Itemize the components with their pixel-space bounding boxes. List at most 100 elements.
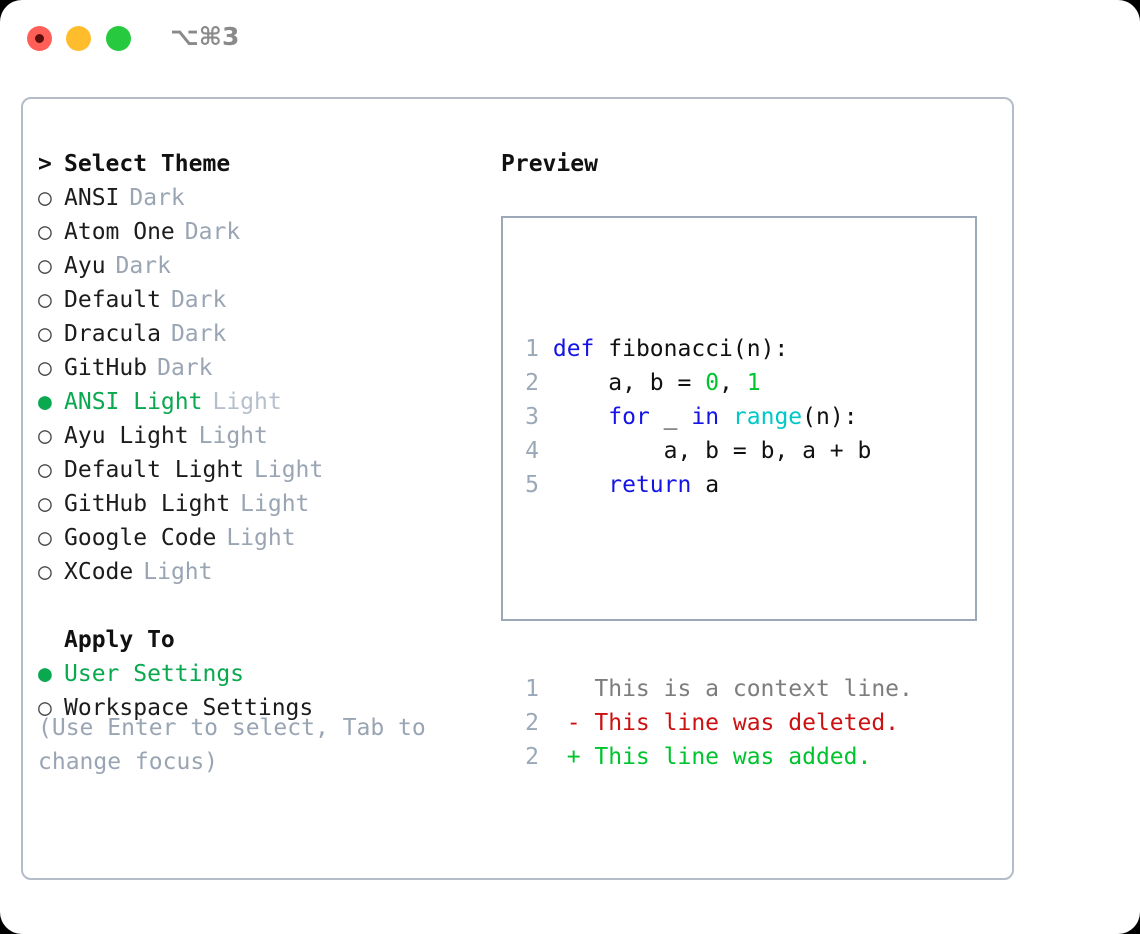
theme-variant-tag: Light [240, 491, 310, 517]
apply-to-title: Apply To [64, 627, 175, 653]
apply-to-option-label: User Settings [64, 661, 245, 687]
radio-unselected-icon[interactable]: ○ [38, 321, 52, 347]
radio-unselected-icon[interactable]: ○ [38, 185, 52, 211]
line-number: 1 [525, 676, 539, 702]
line-number: 5 [525, 472, 539, 498]
keyboard-hint: (Use Enter to select, Tab to change focu… [38, 715, 440, 775]
zoom-button[interactable] [106, 26, 131, 51]
theme-variant-tag: Light [212, 389, 282, 415]
theme-option-label: Ayu Light [64, 423, 189, 449]
code-token: in [691, 404, 720, 430]
theme-option-label: Default Light [64, 457, 245, 483]
radio-unselected-icon[interactable]: ○ [38, 423, 52, 449]
blank-marker [38, 623, 64, 657]
theme-list-heading-row: > Select Theme [38, 147, 488, 181]
theme-option-xcode[interactable]: ○ XCode Light [38, 555, 488, 589]
code-token: range [732, 404, 803, 430]
gutter-space [539, 438, 553, 464]
caret-icon: > [38, 151, 52, 177]
theme-option-github-light[interactable]: ○ GitHub Light Light [38, 487, 488, 521]
diff-sign: + [539, 744, 595, 770]
theme-variant-tag: Light [198, 423, 268, 449]
theme-option-default[interactable]: ○ Default Dark [38, 283, 488, 317]
theme-option-atom-one[interactable]: ○ Atom One Dark [38, 215, 488, 249]
theme-option-github[interactable]: ○ GitHub Dark [38, 351, 488, 385]
apply-to-option-user-settings[interactable]: ● User Settings [38, 657, 488, 691]
titlebar: ⌥⌘3 [0, 0, 1140, 78]
theme-option-ansi-light[interactable]: ● ANSI Light Light [38, 385, 488, 419]
code-token [553, 472, 608, 498]
diff-line-add: 2 + This line was added. [515, 740, 913, 774]
code-token: a, b = [552, 370, 706, 396]
radio-unselected-icon[interactable]: ○ [38, 355, 52, 381]
theme-option-ansi[interactable]: ○ ANSI Dark [38, 181, 488, 215]
radio-selected-icon[interactable]: ● [38, 661, 52, 687]
minimize-button[interactable] [66, 26, 91, 51]
code-token: , [719, 370, 747, 396]
code-token: def [552, 336, 595, 362]
diff-text: This line was added. [594, 744, 872, 770]
theme-option-label: GitHub [64, 355, 148, 381]
section-spacer [38, 589, 488, 623]
theme-option-ayu-light[interactable]: ○ Ayu Light Light [38, 419, 488, 453]
code-diff-spacer [515, 570, 913, 604]
preview-column: Preview 1 def fibonacci(n):2 a, b = 0, 1… [501, 147, 1001, 770]
code-token: _ [649, 404, 692, 430]
radio-unselected-icon[interactable]: ○ [38, 457, 52, 483]
radio-unselected-icon[interactable]: ○ [38, 695, 52, 721]
theme-variant-tag: Dark [157, 355, 213, 381]
radio-unselected-icon[interactable]: ○ [38, 253, 52, 279]
theme-variant-tag: Dark [170, 287, 227, 313]
recording-indicator-icon [35, 34, 44, 43]
diff-sign [539, 676, 594, 702]
code-token: a, b = b, a + b [552, 438, 872, 464]
code-line: 5 return a [515, 468, 913, 502]
theme-list-title: Select Theme [64, 151, 231, 177]
theme-option-label: XCode [64, 559, 134, 585]
line-number: 2 [525, 744, 539, 770]
code-token: 0 [705, 370, 720, 396]
radio-unselected-icon[interactable]: ○ [38, 287, 52, 313]
gutter-space [539, 404, 553, 430]
code-line: 3 for _ in range(n): [515, 400, 913, 434]
diff-sign: - [539, 710, 595, 736]
gutter-space [539, 370, 553, 396]
theme-option-label: Atom One [64, 219, 175, 245]
theme-option-label: ANSI Light [64, 389, 203, 415]
line-number: 2 [525, 710, 539, 736]
theme-option-label: Google Code [64, 525, 217, 551]
code-token: a [691, 472, 720, 498]
radio-selected-icon[interactable]: ● [38, 389, 52, 415]
theme-variant-tag: Light [226, 525, 296, 551]
window-title: ⌥⌘3 [170, 22, 240, 51]
gutter-space [539, 472, 553, 498]
line-number: 1 [525, 336, 539, 362]
apply-to-option-workspace-settings[interactable]: ○ Workspace Settings [38, 691, 488, 725]
radio-unselected-icon[interactable]: ○ [38, 219, 52, 245]
radio-unselected-icon[interactable]: ○ [38, 491, 52, 517]
theme-option-label: Default [64, 287, 161, 313]
code-token: 1 [746, 370, 761, 396]
preview-heading: Preview [501, 151, 598, 177]
theme-variant-tag: Dark [184, 219, 241, 245]
theme-option-label: GitHub Light [64, 491, 231, 517]
line-number: 4 [525, 438, 539, 464]
radio-unselected-icon[interactable]: ○ [38, 525, 52, 551]
diff-line-del: 2 - This line was deleted. [515, 706, 913, 740]
code-token [553, 404, 608, 430]
theme-variant-tag: Dark [129, 185, 185, 211]
code-token: return [608, 472, 692, 498]
line-number: 2 [525, 370, 539, 396]
radio-unselected-icon[interactable]: ○ [38, 559, 52, 585]
diff-text: This is a context line. [594, 676, 913, 702]
theme-variant-tag: Light [143, 559, 213, 585]
theme-option-google-code[interactable]: ○ Google Code Light [38, 521, 488, 555]
gutter-space [539, 336, 553, 362]
theme-option-label: ANSI [64, 185, 120, 211]
apply-to-option-label: Workspace Settings [64, 695, 314, 721]
